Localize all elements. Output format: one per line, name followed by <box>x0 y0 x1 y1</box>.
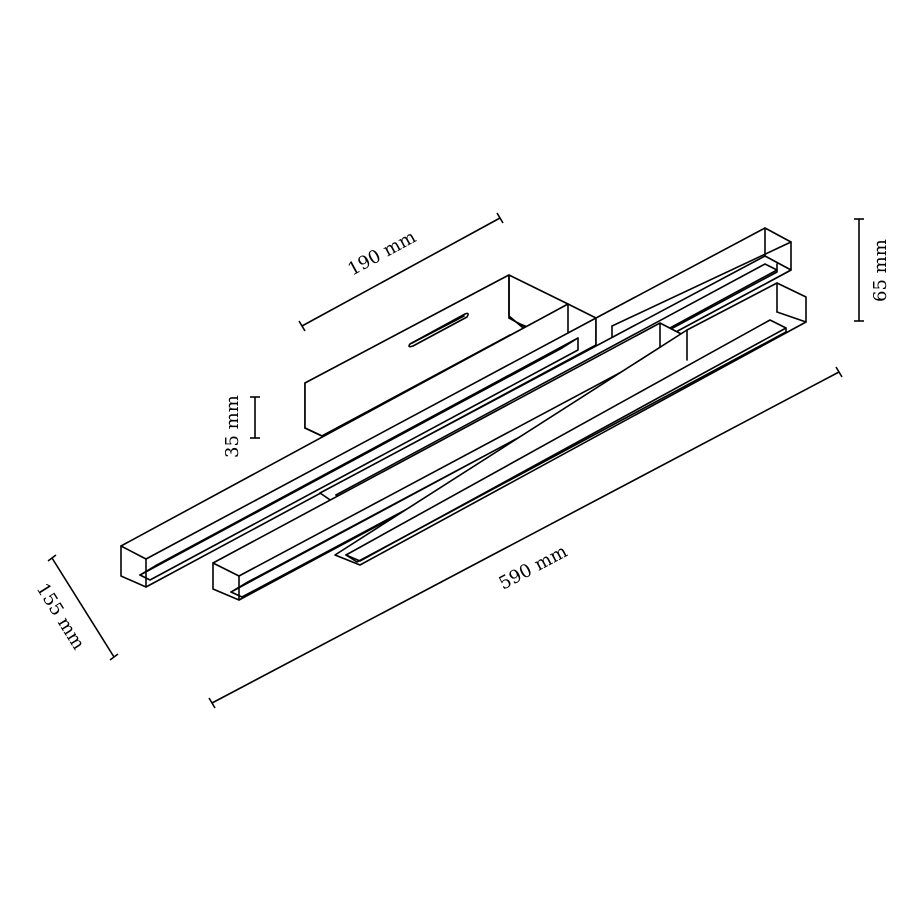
light-bar-1 <box>120 303 597 588</box>
label-65mm: 65 mm <box>870 239 891 302</box>
label-190mm: 190 mm <box>344 227 419 281</box>
light-bar-4 <box>334 282 807 566</box>
dimension-65mm <box>854 218 864 322</box>
canopy-box <box>304 274 569 437</box>
canopy-slot <box>408 312 469 348</box>
label-590mm: 590 mm <box>495 541 570 594</box>
label-35mm: 35 mm <box>222 395 243 458</box>
dimension-155mm <box>47 554 119 661</box>
dimension-190mm <box>298 212 504 332</box>
dimension-590mm <box>208 366 843 709</box>
dimension-35mm <box>250 396 260 439</box>
label-155mm: 155 mm <box>32 580 89 654</box>
